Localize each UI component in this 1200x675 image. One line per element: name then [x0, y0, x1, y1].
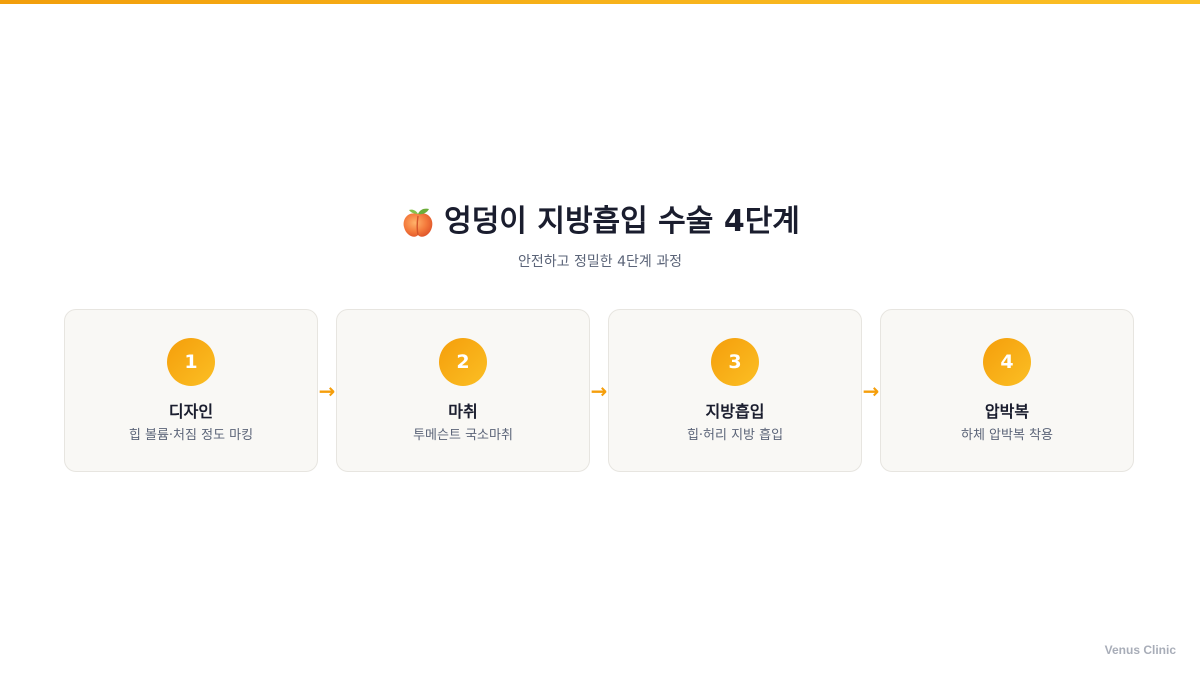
header: 엉덩이 지방흡입 수술 4단계 안전하고 정밀한 4단계 과정 — [0, 200, 1200, 272]
peach-icon — [400, 205, 434, 239]
arrow-right-icon: → — [590, 379, 608, 403]
step-card-4: 4 압박복 하체 압박복 착용 — [880, 309, 1134, 472]
step-title: 지방흡입 — [705, 402, 765, 421]
top-accent-bar — [0, 0, 1200, 4]
step-number-badge: 1 — [167, 338, 215, 386]
step-title: 압박복 — [984, 402, 1030, 421]
step-number-badge: 2 — [439, 338, 487, 386]
step-card-1: 1 디자인 힙 볼륨·처짐 정도 마킹 — [64, 309, 318, 472]
step-number-badge: 4 — [983, 338, 1031, 386]
steps-row: 1 디자인 힙 볼륨·처짐 정도 마킹 → 2 마취 투메슨트 국소마취 → 3… — [64, 309, 1136, 474]
step-number-badge: 3 — [711, 338, 759, 386]
brand-footer: Venus Clinic — [1104, 643, 1176, 657]
step-description: 힙·허리 지방 흡입 — [686, 428, 784, 443]
title-text: 엉덩이 지방흡입 수술 4단계 — [444, 204, 800, 239]
arrow-right-icon: → — [862, 379, 880, 403]
arrow-right-icon: → — [318, 379, 336, 403]
step-card-2: 2 마취 투메슨트 국소마취 — [336, 309, 590, 472]
page-subtitle: 안전하고 정밀한 4단계 과정 — [518, 254, 682, 270]
step-description: 힙 볼륨·처짐 정도 마킹 — [128, 428, 254, 443]
step-description: 투메슨트 국소마취 — [413, 428, 513, 443]
step-title: 디자인 — [168, 402, 214, 421]
page-title: 엉덩이 지방흡입 수술 4단계 — [400, 200, 800, 244]
step-card-3: 3 지방흡입 힙·허리 지방 흡입 — [608, 309, 862, 472]
step-title: 마취 — [448, 402, 478, 421]
step-description: 하체 압박복 착용 — [961, 428, 1053, 443]
